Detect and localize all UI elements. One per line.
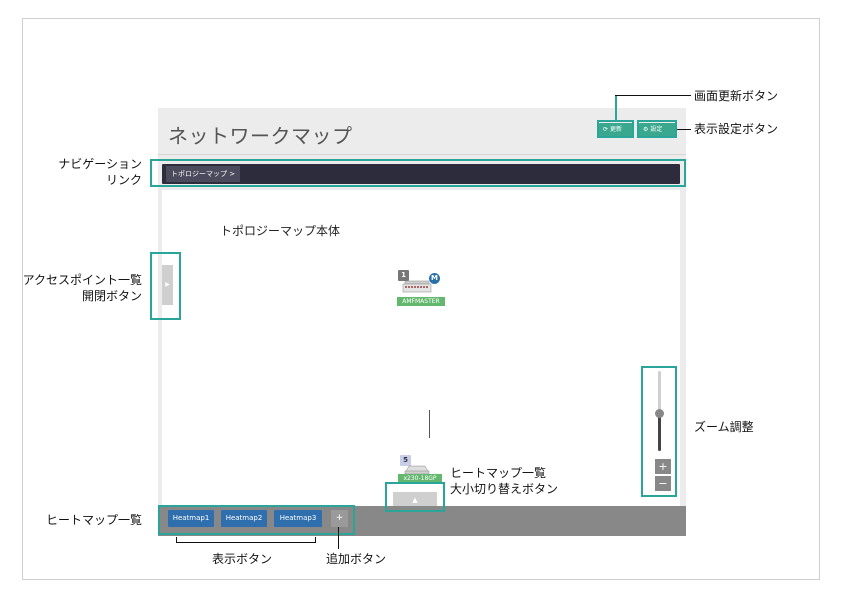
note-zoom: ズーム調整 <box>694 420 754 434</box>
connector-line <box>677 129 691 130</box>
heatmap-button-2[interactable]: Heatmap2 <box>221 510 267 527</box>
note-add-button: 追加ボタン <box>326 552 387 566</box>
device-node-amfmaster[interactable]: 1 M AMFMASTER <box>397 270 452 310</box>
page-title: ネットワークマップ <box>168 124 353 148</box>
note-ap-toggle: アクセスポイント一覧 開閉ボタン <box>18 272 142 304</box>
note-ap-line2: 開閉ボタン <box>81 289 142 303</box>
node-number-badge: 5 <box>400 455 411 466</box>
zoom-handle[interactable] <box>655 409 664 418</box>
note-refresh-button: 画面更新ボタン <box>694 89 779 103</box>
switch-icon <box>402 280 432 293</box>
connector-line <box>176 537 177 543</box>
topology-map-canvas[interactable]: トポロジーマップ本体 ▶ 1 M AMFMASTER 5 <box>162 190 680 506</box>
note-heat-line1: ヒートマップ一覧 <box>450 466 547 480</box>
breadcrumb-topology[interactable]: トポロジーマップ > <box>166 166 241 182</box>
note-settings-button: 表示設定ボタン <box>694 122 779 136</box>
note-heat-line2: 大小切り替えボタン <box>450 482 559 496</box>
gear-icon: ⚙ <box>643 126 649 133</box>
connector-line <box>615 95 691 96</box>
heatmap-size-toggle[interactable]: ▲ <box>393 492 437 508</box>
heatmap-add-button[interactable]: + <box>331 510 348 527</box>
switch-icon <box>404 465 430 474</box>
settings-label: 設定 <box>650 126 663 133</box>
refresh-button[interactable]: ⟳ 更新 <box>599 123 633 137</box>
note-heatmap-toggle: ヒートマップ一覧 大小切り替えボタン <box>450 465 558 497</box>
note-nav-line1: ナビゲーション <box>58 157 142 171</box>
settings-button[interactable]: ⚙ 設定 <box>639 123 676 137</box>
note-show-buttons: 表示ボタン <box>212 552 273 566</box>
node-label: x230-18GP <box>398 474 442 483</box>
note-navigation-link: ナビゲーション リンク <box>30 156 142 188</box>
heatmap-bar: Heatmap1 Heatmap2 Heatmap3 + <box>158 506 686 536</box>
note-ap-line1: アクセスポイント一覧 <box>22 273 142 287</box>
connector-line <box>615 95 617 120</box>
topology-link <box>429 410 430 438</box>
note-heatmap-list: ヒートマップ一覧 <box>45 513 142 527</box>
map-body-label: トポロジーマップ本体 <box>220 224 341 238</box>
arrow-up-icon: ▲ <box>412 496 418 504</box>
connector-line <box>315 537 316 543</box>
arrow-right-icon: ▶ <box>165 281 170 288</box>
node-label: AMFMASTER <box>397 297 445 306</box>
note-nav-line2: リンク <box>105 173 142 187</box>
device-node-x230[interactable]: 5 x230-18GP <box>398 455 452 485</box>
navigation-bar: トポロジーマップ > <box>162 164 680 184</box>
refresh-icon: ⟳ <box>603 126 609 133</box>
heatmap-button-3[interactable]: Heatmap3 <box>274 510 322 527</box>
heatmap-button-1[interactable]: Heatmap1 <box>168 510 214 527</box>
refresh-label: 更新 <box>609 126 622 133</box>
node-number-badge: 1 <box>398 270 409 281</box>
zoom-in-button[interactable]: + <box>655 459 671 474</box>
zoom-out-button[interactable]: − <box>655 476 671 491</box>
ap-list-toggle[interactable]: ▶ <box>162 265 173 305</box>
network-map-window: ネットワークマップ ⟳ 更新 ⚙ 設定 トポロジーマップ > トポロジーマップ本… <box>158 108 686 536</box>
zoom-track-fill <box>658 413 661 451</box>
header-divider <box>158 154 686 155</box>
connector-line <box>338 527 339 549</box>
zoom-slider[interactable] <box>655 371 664 471</box>
master-marker: M <box>429 273 440 284</box>
connector-line <box>176 542 316 543</box>
